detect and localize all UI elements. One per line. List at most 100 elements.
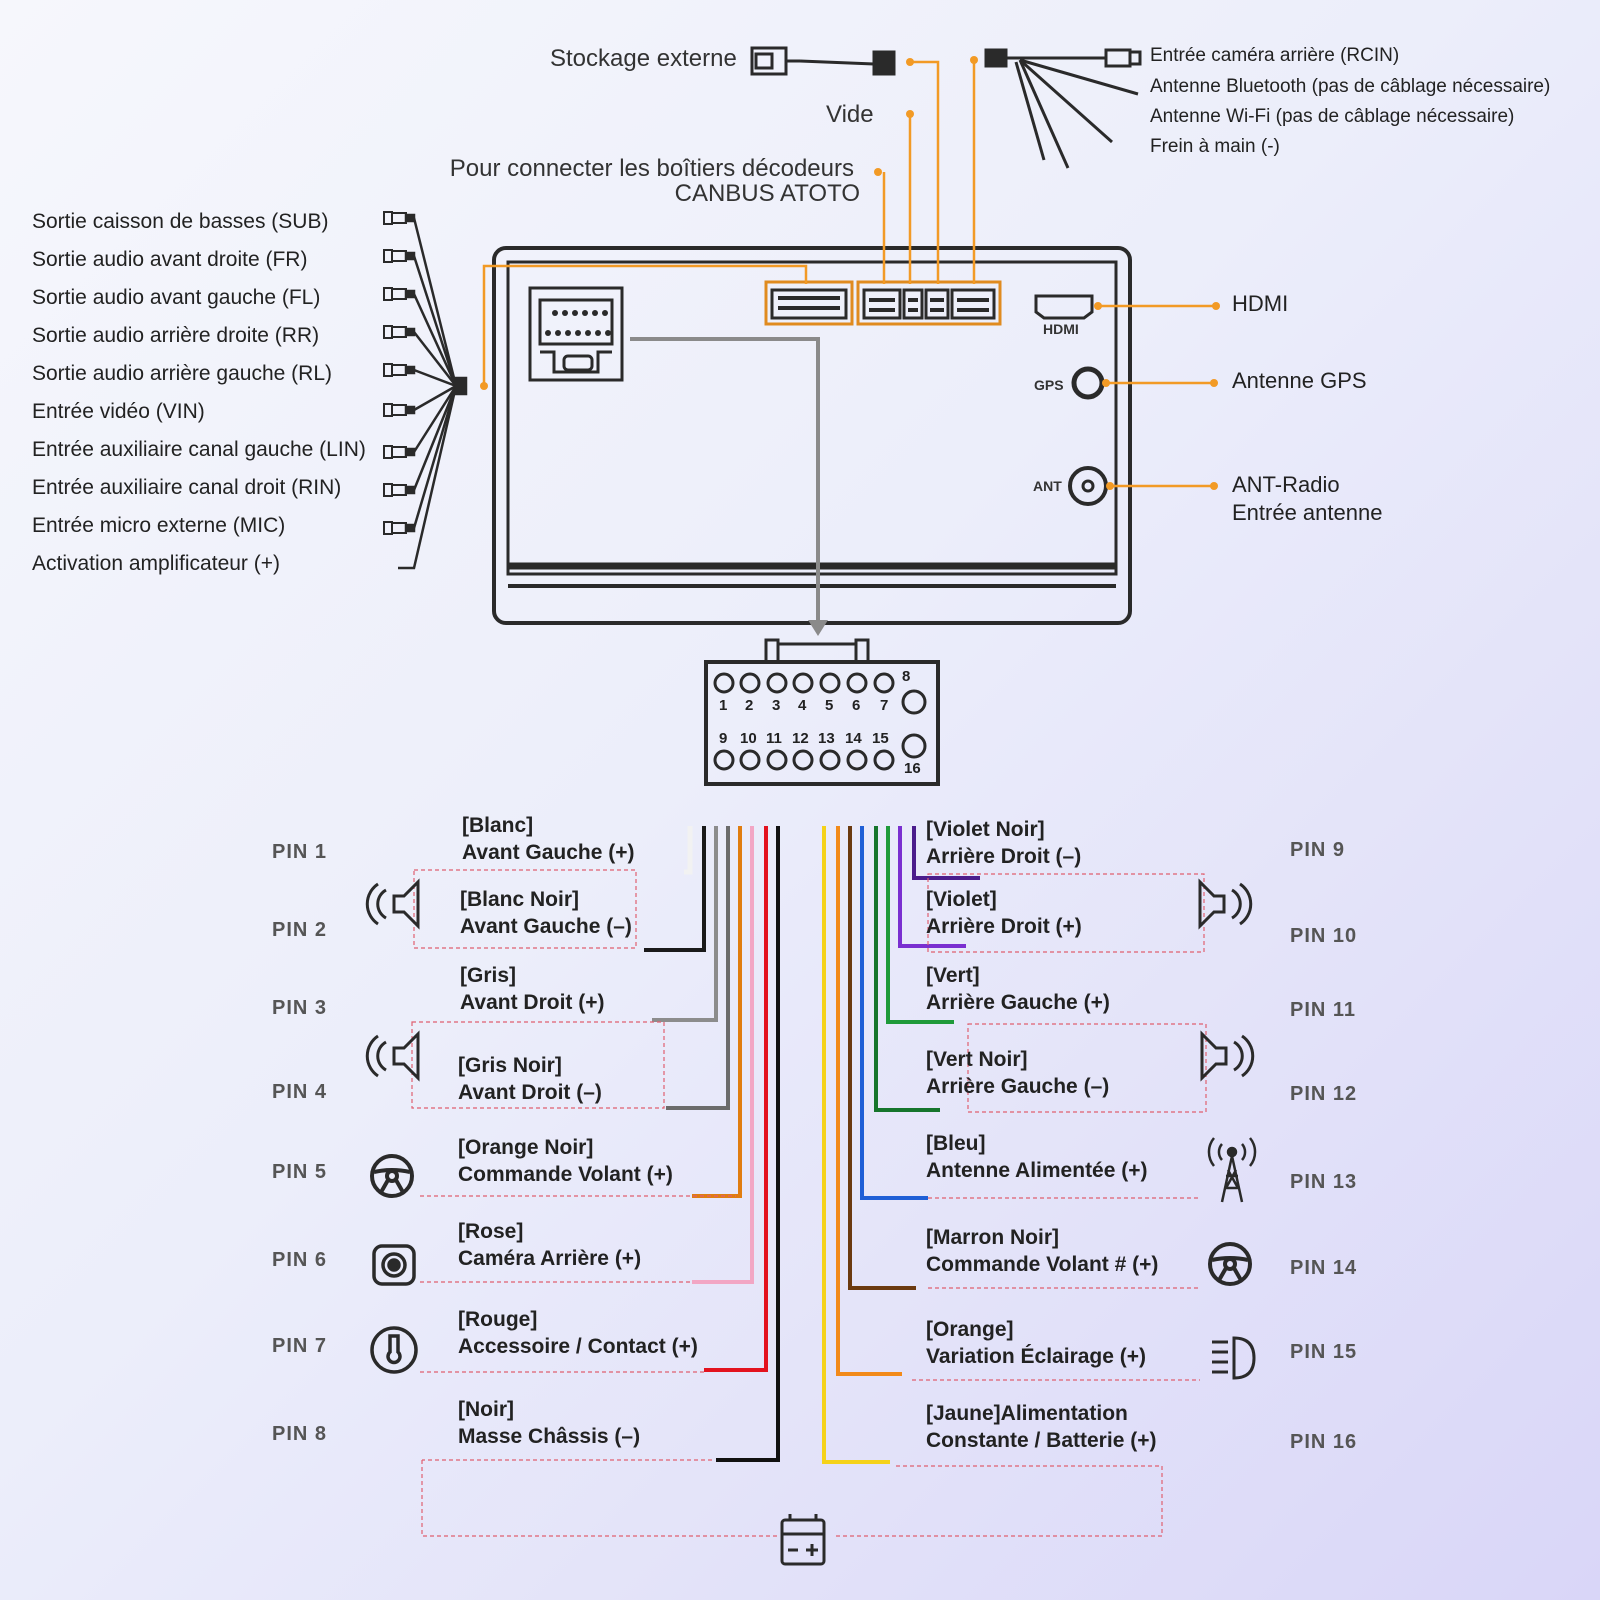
wire-description: [Blanc] Avant Gauche (+) bbox=[462, 812, 635, 866]
rca-plug-icon bbox=[383, 325, 416, 339]
rca-plug-icon bbox=[383, 521, 416, 535]
rca-wire bbox=[412, 293, 458, 387]
wire-pin-2 bbox=[644, 826, 706, 952]
vide-label: Vide bbox=[826, 101, 874, 128]
steering-wheel-icon bbox=[1208, 1242, 1252, 1286]
wire-color-name: [Violet] bbox=[926, 888, 997, 911]
rca-wire bbox=[412, 385, 458, 491]
pin-hole bbox=[713, 749, 735, 771]
pin-hole bbox=[819, 749, 841, 771]
connector-pin-number: 11 bbox=[766, 730, 782, 747]
wire-pin-7 bbox=[704, 826, 768, 1372]
rca-plug-icon bbox=[383, 445, 416, 459]
wire-function: Variation Éclairage (+) bbox=[926, 1345, 1147, 1368]
pin-hole bbox=[819, 672, 841, 694]
wire-color-name: [Vert] bbox=[926, 964, 980, 987]
hdmi-port-small-label: HDMI bbox=[1043, 321, 1079, 337]
pin-number-label: PIN 16 bbox=[1290, 1431, 1358, 1453]
dashed-group-boxes bbox=[411, 869, 1207, 1537]
connector-pin-number: 6 bbox=[852, 697, 861, 714]
connector-pin-number: 9 bbox=[719, 730, 728, 747]
wire-function: Antenne Alimentée (+) bbox=[926, 1159, 1148, 1182]
wire-pin-11 bbox=[886, 826, 954, 1024]
pin-number-label: PIN 12 bbox=[1290, 1083, 1358, 1105]
pin-hole bbox=[766, 749, 788, 771]
rca-wire bbox=[412, 385, 458, 453]
harness-connector-16pin bbox=[704, 638, 940, 786]
wire-description: [Gris] Avant Droit (+) bbox=[460, 962, 604, 1016]
pin-hole bbox=[901, 689, 927, 715]
wires-right bbox=[822, 826, 980, 1464]
rca-wire bbox=[412, 385, 458, 529]
wire-function: Commande Volant # (+) bbox=[926, 1253, 1159, 1276]
rca-plug-icon bbox=[383, 363, 416, 377]
wire-function: Caméra Arrière (+) bbox=[458, 1247, 642, 1270]
pin-number-label: PIN 7 bbox=[272, 1335, 328, 1357]
rca-wire bbox=[412, 217, 458, 387]
connector-pin-number: 14 bbox=[845, 730, 862, 747]
rca-plug-icon bbox=[383, 249, 416, 263]
wire-description: [Vert]Arrière Gauche (+) bbox=[926, 962, 1110, 1016]
wire-color-name: [Rouge] bbox=[458, 1308, 538, 1331]
pin-number-label: PIN 11 bbox=[1290, 999, 1357, 1021]
wire-color-name: [Orange Noir] bbox=[458, 1136, 594, 1159]
rca-label-lin: Entrée auxiliaire canal gauche (LIN) bbox=[32, 438, 366, 461]
pin-number-label: PIN 1 bbox=[272, 841, 328, 863]
pin-number-label: PIN 6 bbox=[272, 1249, 328, 1271]
wire-description: [Vert Noir]Arrière Gauche (–) bbox=[926, 1046, 1109, 1100]
rca-plug-icon bbox=[383, 403, 416, 417]
wire-pin-8 bbox=[716, 826, 780, 1462]
pin-hole bbox=[792, 749, 814, 771]
wire-function: Arrière Droit (–) bbox=[926, 845, 1082, 868]
pin-hole bbox=[739, 749, 761, 771]
wire-color-name: [Gris] bbox=[460, 964, 517, 987]
wire-pin-4 bbox=[666, 826, 730, 1110]
pin-hole bbox=[713, 672, 735, 694]
canbus-label-line1: Pour connecter les boîtiers décodeurs bbox=[449, 155, 854, 182]
pin-hole bbox=[846, 749, 868, 771]
camera-cable-bundle bbox=[984, 48, 1142, 169]
connector-pin-number: 10 bbox=[740, 730, 757, 747]
antenna-tower-icon bbox=[1207, 1137, 1257, 1203]
wire-description: [Violet]Arrière Droit (+) bbox=[926, 886, 1082, 940]
gps-antenna-label: Antenne GPS bbox=[1232, 368, 1367, 393]
wire-color-name: [Noir] bbox=[458, 1398, 514, 1421]
bluetooth-antenna-label: Antenne Bluetooth (pas de câblage nécess… bbox=[1150, 76, 1551, 97]
speaker-icon bbox=[1200, 1030, 1255, 1082]
ant-port bbox=[1068, 466, 1108, 506]
wire-pin-13 bbox=[860, 826, 928, 1200]
connector-pin-number: 2 bbox=[745, 697, 754, 714]
wire-color-name: [Gris Noir] bbox=[458, 1054, 562, 1077]
wire-function: Avant Droit (–) bbox=[458, 1081, 602, 1104]
battery-icon bbox=[780, 1514, 826, 1566]
wire-function: Avant Droit (+) bbox=[460, 991, 605, 1014]
camera-icon bbox=[372, 1244, 416, 1286]
rca-label-rin: Entrée auxiliaire canal droit (RIN) bbox=[32, 476, 342, 499]
wire-function: Arrière Gauche (–) bbox=[926, 1075, 1110, 1098]
pin-hole bbox=[846, 672, 868, 694]
wire-color-name: [Blanc] bbox=[462, 814, 534, 837]
pin-hole bbox=[766, 672, 788, 694]
ignition-key-icon bbox=[370, 1326, 418, 1374]
wire-pin-6 bbox=[692, 826, 754, 1284]
rca-wire bbox=[413, 368, 457, 388]
wire-function: Commande Volant (+) bbox=[458, 1163, 673, 1186]
rca-label-amp: Activation amplificateur (+) bbox=[32, 552, 281, 575]
rca-plug-icon bbox=[383, 287, 416, 301]
wire-description: [Noir]Masse Châssis (–) bbox=[458, 1396, 640, 1450]
connector-pin-number: 16 bbox=[904, 760, 921, 777]
rca-label-fr: Sortie audio avant droite (FR) bbox=[32, 248, 308, 271]
wire-color-name: [Rose] bbox=[458, 1220, 524, 1243]
iso-connector-socket bbox=[528, 286, 624, 382]
rcin-label: Entrée caméra arrière (RCIN) bbox=[1150, 45, 1400, 66]
harness-arrow bbox=[630, 337, 828, 636]
wire-description: [Orange]Variation Éclairage (+) bbox=[926, 1316, 1146, 1370]
pin-hole bbox=[873, 672, 895, 694]
connector-pin-number: 1 bbox=[719, 697, 728, 714]
wire-color-name: [Violet Noir] bbox=[926, 818, 1045, 841]
wire-description: [Violet Noir] Arrière Droit (–) bbox=[926, 816, 1081, 870]
wire-function: Avant Gauche (+) bbox=[462, 841, 635, 864]
wire-pin-10 bbox=[898, 826, 966, 948]
orange-dots bbox=[480, 56, 1220, 490]
